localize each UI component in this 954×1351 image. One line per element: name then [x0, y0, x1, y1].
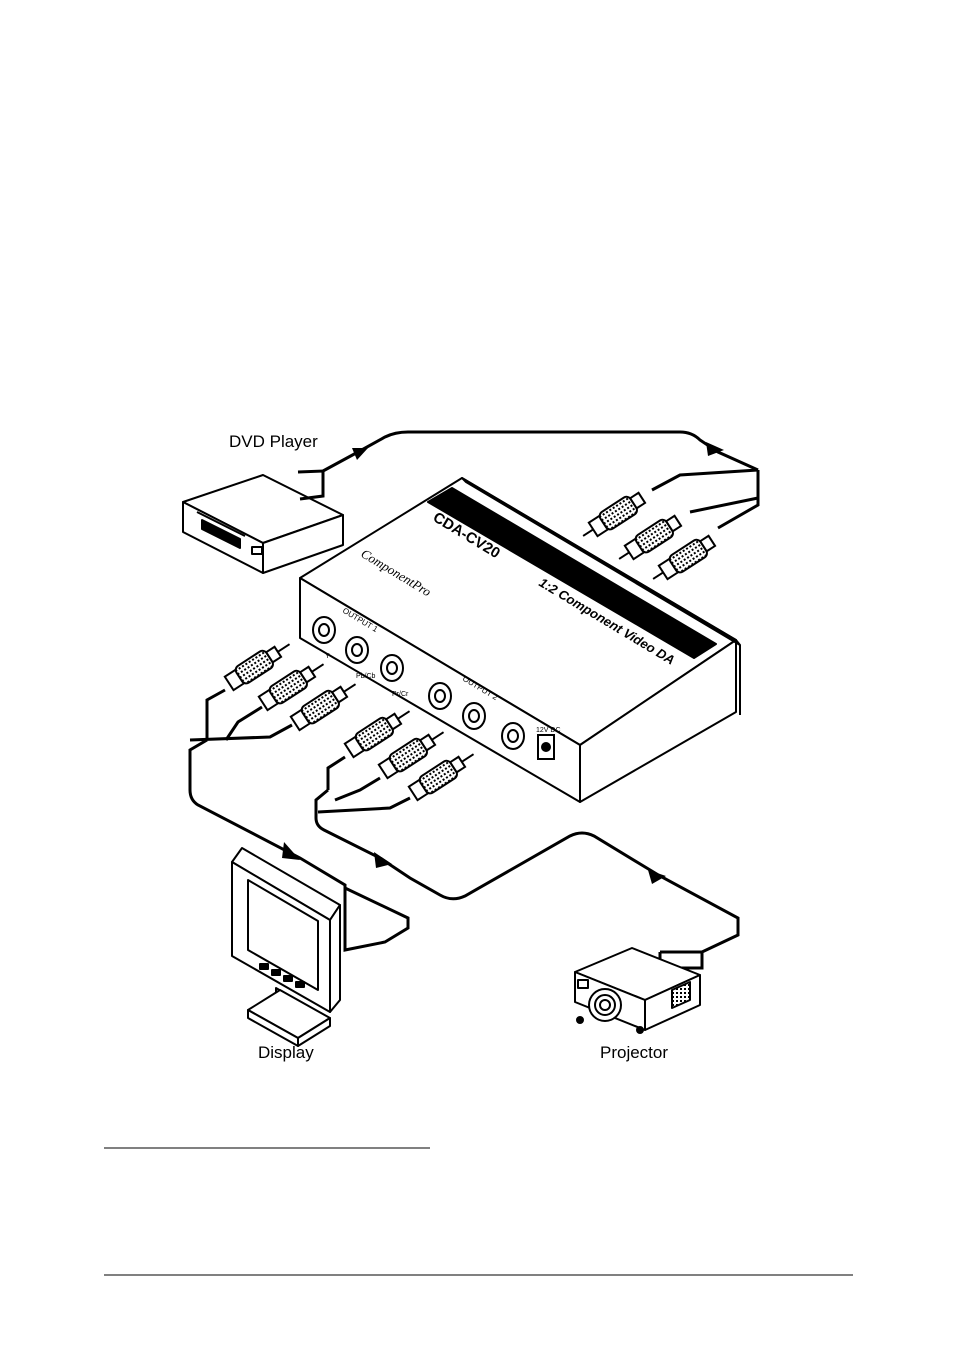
display-icon [232, 848, 340, 1046]
jack-y-label: Y [325, 653, 330, 660]
power-jack-icon [538, 735, 554, 759]
arrow-icon [282, 842, 300, 860]
jack-pb-label: Pb/Cb [356, 673, 376, 680]
power-label: 12V DC [536, 727, 561, 734]
rca-jack-icon [381, 655, 403, 681]
rca-jack-icon [346, 637, 368, 663]
dvd-output-cables [298, 432, 758, 499]
projector-icon [575, 948, 700, 1033]
rca-jack-icon [429, 683, 451, 709]
rca-jack-icon [463, 703, 485, 729]
rca-jack-icon [313, 617, 335, 643]
jack-pr-label: Pr/Cr [392, 691, 409, 698]
rca-jack-icon [502, 723, 524, 749]
dvd-player-label: DVD Player [229, 432, 318, 451]
arrow-icon [648, 870, 666, 884]
display-label: Display [258, 1043, 314, 1062]
projector-label: Projector [600, 1043, 668, 1062]
dvd-player-icon [183, 475, 343, 573]
